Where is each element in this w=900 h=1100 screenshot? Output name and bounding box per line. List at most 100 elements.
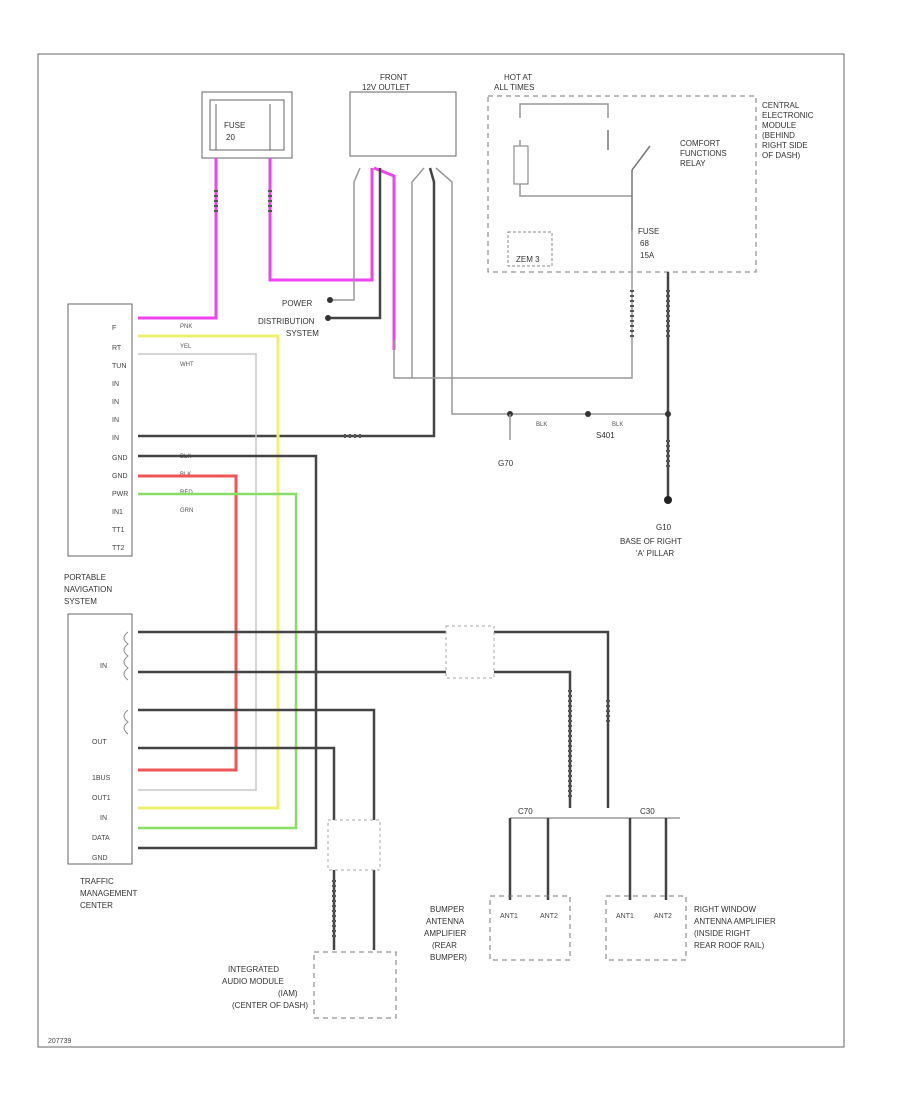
- nav-wire-label-1: YEL: [180, 344, 192, 350]
- splice-c30: C30: [640, 807, 655, 816]
- tmc-box: [67, 613, 133, 865]
- window-pin-1: ANT1: [616, 913, 634, 920]
- relay-coil: [513, 145, 529, 185]
- ground-g70: G70: [498, 459, 514, 468]
- ground-base-1: BASE OF RIGHT: [620, 537, 682, 546]
- fuse2-label: FUSE: [638, 227, 659, 236]
- wire-black-gnd2: [138, 454, 318, 850]
- zem-label: ZEM 3: [516, 255, 540, 264]
- wire-black-iam2: [138, 746, 336, 950]
- relay-switch: [631, 145, 651, 171]
- front-outlet-label-2: 12V OUTLET: [362, 83, 410, 92]
- nav-pin-4: IN: [112, 399, 119, 406]
- ground-g10: G10: [656, 523, 672, 532]
- cem-label-5: RIGHT SIDE: [762, 141, 808, 150]
- hot-at-label-2: ALL TIMES: [494, 83, 534, 92]
- zem-box: [507, 231, 553, 267]
- nav-label-1: PORTABLE: [64, 573, 106, 582]
- power-dist-label-3: SYSTEM: [286, 329, 319, 338]
- wire-red: [138, 474, 238, 772]
- wire-pink-outlet: [268, 158, 374, 282]
- wire-black-ant2: [138, 670, 572, 808]
- relay-label-1: COMFORT: [680, 139, 720, 148]
- nav-pin-12: TT2: [112, 545, 125, 552]
- cem-label-6: OF DASH): [762, 151, 801, 160]
- front-outlet-box: [349, 91, 457, 157]
- wire-gray-ground: [435, 167, 668, 415]
- nav-pin-6: IN: [112, 435, 119, 442]
- cem-label-4: (BEHIND: [762, 131, 795, 140]
- wire-green: [138, 492, 298, 830]
- window-label-2: ANTENNA AMPLIFIER: [694, 917, 776, 926]
- bumper-pin-2: ANT2: [540, 913, 558, 920]
- nav-pin-11: TT1: [112, 527, 125, 534]
- fuse2-amps: 15A: [640, 251, 655, 260]
- window-label-1: RIGHT WINDOW: [694, 905, 757, 914]
- bumper-label-5: BUMPER): [430, 953, 467, 962]
- nav-wire-label-10: GRN: [180, 508, 193, 514]
- relay-label-3: RELAY: [680, 159, 706, 168]
- cem-dashed-box: [487, 95, 757, 273]
- splice-node: [665, 411, 671, 417]
- fuse-box: [201, 91, 293, 159]
- bumper-label-1: BUMPER: [430, 905, 464, 914]
- cem-label-2: ELECTRONIC: [762, 111, 814, 120]
- wire-black-ant1: [138, 630, 610, 808]
- wire-black-gnd: [138, 167, 436, 438]
- ground-symbol: [664, 496, 672, 504]
- window-antenna-box: [605, 895, 687, 961]
- window-label-4: REAR ROOF RAIL): [694, 941, 765, 950]
- power-dist-node: [325, 315, 331, 321]
- wire-gray-power: [330, 167, 361, 301]
- tmc-pin-gnd: GND: [92, 855, 108, 862]
- tmc-pin-in2: IN: [100, 815, 107, 822]
- fuse2-num: 68: [640, 239, 649, 248]
- relay-label-2: FUNCTIONS: [680, 149, 727, 158]
- ground-base-2: 'A' PILLAR: [636, 549, 674, 558]
- ground-wire-label: BLK: [536, 422, 547, 428]
- hot-at-label: HOT AT: [504, 73, 532, 82]
- wire-pink-outlet-b: [373, 166, 396, 350]
- nav-box: [67, 303, 133, 557]
- coax-shield: [123, 709, 129, 735]
- tmc-pin-data: DATA: [92, 835, 110, 842]
- nav-wire-label-2: WHT: [180, 362, 194, 368]
- tmc-pin-out1: OUT1: [92, 795, 111, 802]
- nav-pin-2: TUN: [112, 363, 126, 370]
- splice-node: [585, 411, 591, 417]
- nav-wire-label-0: PNK: [180, 324, 192, 330]
- iam-label-3: (IAM): [278, 989, 298, 998]
- iam-box: [313, 951, 397, 1019]
- power-dist-node: [327, 297, 333, 303]
- window-label-3: (INSIDE RIGHT: [694, 929, 751, 938]
- tmc-label-3: CENTER: [80, 901, 113, 910]
- iam-label-2: AUDIO MODULE: [222, 977, 284, 986]
- relay-wire: [519, 184, 632, 197]
- nav-pin-5: IN: [112, 417, 119, 424]
- cem-label-1: CENTRAL: [762, 101, 800, 110]
- tmc-pin-1bus: 1BUS: [92, 775, 111, 782]
- power-dist-label-1: POWER: [282, 299, 312, 308]
- power-dist-label-2: DISTRIBUTION: [258, 317, 315, 326]
- ground-wire-label-2: BLK: [612, 422, 623, 428]
- wire-white: [138, 353, 257, 791]
- bumper-label-2: ANTENNA: [426, 917, 465, 926]
- coax-splice: [445, 625, 495, 679]
- bumper-antenna-box: [489, 895, 571, 961]
- tmc-label-2: MANAGEMENT: [80, 889, 137, 898]
- wire-gray-cem: [412, 230, 633, 379]
- fuse-amps: 20: [226, 133, 235, 142]
- tmc-label-1: TRAFFIC: [80, 877, 114, 886]
- nav-pin-8: GND: [112, 473, 128, 480]
- nav-pin-9: PWR: [112, 491, 128, 498]
- iam-label-4: (CENTER OF DASH): [232, 1001, 308, 1010]
- nav-pin-1: RT: [112, 345, 122, 352]
- splice-s401: S401: [596, 431, 615, 440]
- relay-bus: [519, 103, 609, 118]
- nav-label-3: SYSTEM: [64, 597, 97, 606]
- diagram-id: 207739: [48, 1038, 71, 1045]
- wire-yellow: [138, 334, 280, 810]
- nav-pin-10: IN1: [112, 509, 123, 516]
